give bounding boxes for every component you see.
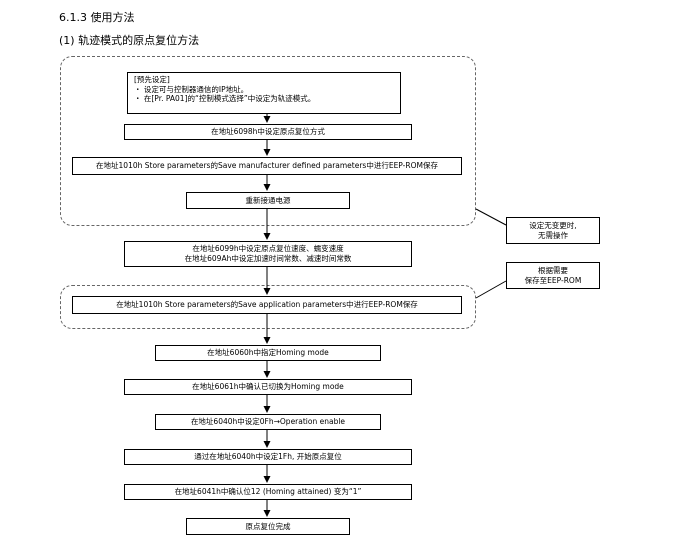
step-set-homing-method: 在地址6098h中设定原点复位方式 <box>124 124 412 140</box>
callout-line: 设定无变更时, <box>529 220 577 230</box>
callout-no-change: 设定无变更时, 无需操作 <box>506 217 600 244</box>
step-confirm-homing-attained: 在地址6041h中确认位12 (Homing attained) 变为“1” <box>124 484 412 500</box>
optional-group-frame <box>60 56 476 226</box>
step-power-cycle: 重新接通电源 <box>186 192 350 209</box>
step-confirm-homing-mode: 在地址6061h中确认已切换为Homing mode <box>124 379 412 395</box>
step-save-application-params: 在地址1010h Store parameters的Save applicati… <box>72 296 462 314</box>
callout-line: 无需操作 <box>538 230 568 240</box>
step-start-homing: 通过在地址6040h中设定1Fh, 开始原点复位 <box>124 449 412 465</box>
callout-save-eeprom: 根据需要 保存至EEP-ROM <box>506 262 600 289</box>
presets-item: ・ 设定可与控制器通信的IP地址。 <box>134 84 249 94</box>
step-set-speeds: 在地址6099h中设定原点复位速度、蠕变速度 在地址609Ah中设定加速时间常数… <box>124 241 412 267</box>
step-operation-enable: 在地址6040h中设定0Fh→Operation enable <box>155 414 381 430</box>
subsection-title: (1) 轨迹模式的原点复位方法 <box>59 34 200 47</box>
step-set-speeds-line: 在地址609Ah中设定加速时间常数、减速时间常数 <box>184 254 352 263</box>
step-set-speeds-line: 在地址6099h中设定原点复位速度、蠕变速度 <box>192 244 344 253</box>
step-set-homing-mode: 在地址6060h中指定Homing mode <box>155 345 381 361</box>
presets-title: [预先设定] <box>134 75 170 84</box>
callout-line: 保存至EEP-ROM <box>524 275 582 285</box>
step-save-manufacturer-params: 在地址1010h Store parameters的Save manufactu… <box>72 157 462 175</box>
optional-save-frame <box>60 285 476 329</box>
presets-box: [预先设定] ・ 设定可与控制器通信的IP地址。 ・ 在[Pr. PA01]的“… <box>127 72 401 114</box>
callout-line: 根据需要 <box>538 265 568 275</box>
section-title: 6.1.3 使用方法 <box>59 11 135 24</box>
presets-item: ・ 在[Pr. PA01]的“控制模式选择”中设定为轨迹模式。 <box>134 94 316 103</box>
step-homing-complete: 原点复位完成 <box>186 518 350 535</box>
